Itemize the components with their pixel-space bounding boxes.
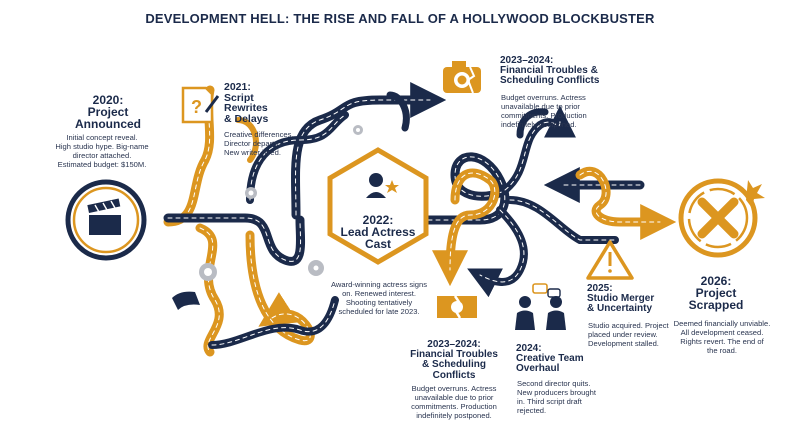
rewrites-desc: Creative differences. Director departs. … — [224, 130, 294, 157]
arguing-people-icon — [515, 283, 566, 330]
overhaul-desc: Second director quits. New producers bro… — [517, 379, 596, 415]
financial-bottom-desc: Budget overruns. Actress unavailable due… — [411, 384, 497, 420]
financial-top-desc: Budget overruns. Actress unavailable due… — [501, 93, 587, 129]
actress-desc: Award-winning actress signs on. Renewed … — [330, 280, 428, 316]
actress-star-icon — [366, 173, 399, 198]
scrapped-x-icon — [678, 178, 765, 258]
financial-top-heading: 2023–2024: Financial Troubles & Scheduli… — [500, 55, 600, 87]
svg-text:?: ? — [191, 97, 202, 117]
rewrites-heading: 2021: Script Rewrites & Delays — [224, 81, 269, 126]
merger-desc: Studio acquired. Project placed under re… — [588, 321, 669, 348]
announced-desc: Initial concept reveal. High studio hype… — [55, 133, 149, 169]
film-strip-icon — [172, 291, 200, 310]
page-title: DEVELOPMENT HELL: THE RISE AND FALL OF A… — [145, 11, 655, 26]
warning-icon — [586, 240, 634, 280]
script-question-icon: ? — [181, 86, 220, 124]
announced-heading: 2020: Project Announced — [75, 93, 141, 132]
actress-heading: 2022: Lead Actress Cast — [340, 213, 416, 252]
scrapped-heading: 2026: Project Scrapped — [688, 274, 744, 313]
road-network — [163, 82, 677, 357]
torn-money-icon — [437, 295, 477, 319]
overhaul-heading: 2024: Creative Team Overhaul — [516, 343, 584, 375]
clapperboard-icon — [87, 198, 121, 235]
gear-icon — [199, 125, 363, 281]
film-reel-icon — [308, 260, 324, 276]
lead-actress-hexagon — [327, 147, 429, 265]
broken-camera-icon — [443, 61, 481, 94]
scrapped-desc: Deemed financially unviable. All develop… — [673, 319, 771, 355]
financial-bottom-heading: 2023–2024: Financial Troubles & Scheduli… — [410, 339, 498, 381]
merger-heading: 2025: Studio Merger & Uncertainty — [587, 283, 655, 315]
